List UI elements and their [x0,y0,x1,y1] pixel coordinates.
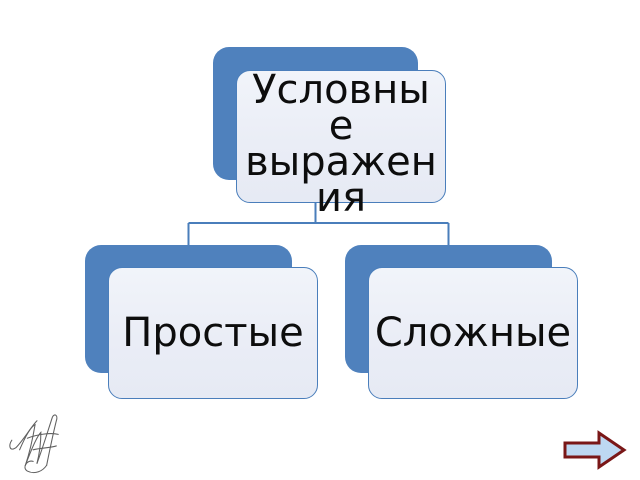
node-label-root: Условны е выражен ия [245,67,437,221]
signature-monogram-icon [9,414,59,474]
node-face: Простые [108,267,318,399]
next-slide-arrow[interactable] [562,429,628,471]
node-face: Сложные [368,267,578,399]
node-label-slozhnye: Сложные [374,310,572,356]
node-face [236,70,446,203]
node-label-prostye: Простые [122,310,304,356]
right-arrow-icon [563,430,627,470]
